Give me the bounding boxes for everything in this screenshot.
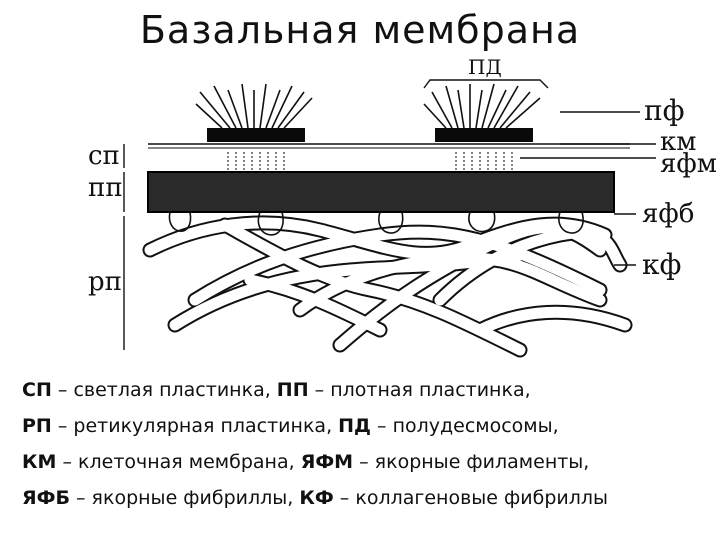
- label-pf: пф: [644, 94, 685, 127]
- legend-text: – якорные филаменты,: [353, 451, 590, 473]
- hemidesmosome-plaque-right: [435, 128, 533, 142]
- label-yafm: яфм: [660, 149, 717, 179]
- legend-abbr: ПП: [276, 379, 309, 401]
- legend-abbr: СП: [22, 379, 52, 401]
- legend-text: – полудесмосомы,: [370, 415, 559, 437]
- label-rp: рп: [88, 267, 122, 297]
- hemidesmosome-filaments-left: [195, 83, 313, 129]
- legend-abbr: ЯФМ: [300, 451, 354, 473]
- label-km: км: [660, 127, 696, 157]
- legend-line: РП – ретикулярная пластинка, ПД – полуде…: [22, 408, 712, 444]
- legend-abbr: ЯФБ: [22, 487, 70, 509]
- legend-abbr: РП: [22, 415, 52, 437]
- label-kf: кф: [642, 248, 681, 281]
- legend-text: – светлая пластинка,: [51, 379, 277, 401]
- lamina-densa: [148, 172, 614, 212]
- leader-lines: [520, 111, 656, 266]
- label-pd: ПД: [468, 55, 502, 79]
- legend-text: – коллагеновые фибриллы: [333, 487, 609, 509]
- legend-abbr: КМ: [22, 451, 57, 473]
- legend-text: – клеточная мембрана,: [56, 451, 301, 473]
- collagen-fibrils: [142, 215, 633, 358]
- legend-text: – ретикулярная пластинка,: [51, 415, 339, 437]
- label-sp: сп: [88, 141, 120, 171]
- page-title: Базальная мембрана: [139, 8, 581, 52]
- label-yafb: яфб: [642, 199, 694, 229]
- anchoring-fibrils: [168, 211, 584, 236]
- label-pp: пп: [88, 173, 123, 203]
- hemidesmosome-filaments-right: [423, 83, 541, 129]
- basement-membrane-diagram: ПД пф км яфм яфб кф сп пп рп: [88, 55, 717, 358]
- hemidesmosome-plaque-left: [207, 128, 305, 142]
- legend-line: СП – светлая пластинка, ПП – плотная пла…: [22, 372, 712, 408]
- legend-abbr: КФ: [299, 487, 334, 509]
- pd-bracket: [423, 79, 549, 89]
- legend-abbr: ПД: [338, 415, 371, 437]
- legend-text: – плотная пластинка,: [308, 379, 531, 401]
- legend-text: – якорные фибриллы,: [69, 487, 300, 509]
- legend-line: ЯФБ – якорные фибриллы, КФ – коллагеновы…: [22, 480, 712, 516]
- anchoring-filaments: [227, 152, 513, 172]
- legend-line: КМ – клеточная мембрана, ЯФМ – якорные ф…: [22, 444, 712, 480]
- legend: СП – светлая пластинка, ПП – плотная пла…: [22, 372, 712, 516]
